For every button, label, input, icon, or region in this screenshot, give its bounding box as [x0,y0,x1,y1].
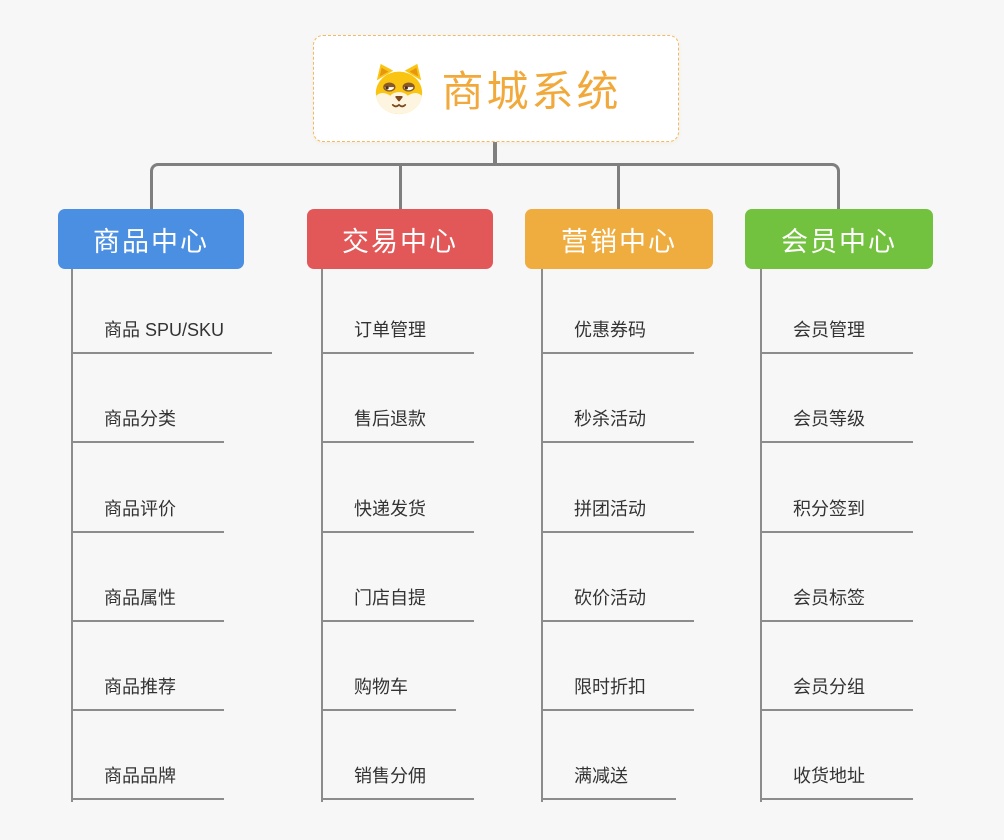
leaf-item[interactable]: 销售分佣 [321,764,474,800]
leaf-item[interactable]: 秒杀活动 [541,407,694,443]
leaf-item[interactable]: 会员管理 [760,318,913,354]
leaf-item[interactable]: 会员分组 [760,675,913,711]
leaf-item[interactable]: 优惠券码 [541,318,694,354]
branch-line-member [760,267,762,802]
leaf-item[interactable]: 快递发货 [321,497,474,533]
leaf-item[interactable]: 拼团活动 [541,497,694,533]
leaf-item[interactable]: 限时折扣 [541,675,694,711]
branch-line-product [71,267,73,802]
leaf-item[interactable]: 砍价活动 [541,586,694,622]
connector-horizontal-rail [150,163,840,209]
leaf-item[interactable]: 门店自提 [321,586,474,622]
connector-drop-marketing [617,166,620,209]
leaf-item[interactable]: 收货地址 [760,764,913,800]
branch-header-member-center[interactable]: 会员中心 [745,209,933,269]
leaf-item[interactable]: 满减送 [541,764,676,800]
branch-line-marketing [541,267,543,802]
root-node[interactable]: 商城系统 [313,35,679,142]
connector-drop-trade [399,166,402,209]
leaf-item[interactable]: 商品推荐 [71,675,224,711]
leaf-item[interactable]: 售后退款 [321,407,474,443]
branch-header-product-center[interactable]: 商品中心 [58,209,244,269]
dog-face-icon [370,62,428,116]
branch-line-trade [321,267,323,802]
branch-header-trade-center[interactable]: 交易中心 [307,209,493,269]
leaf-item[interactable]: 购物车 [321,675,456,711]
root-title: 商城系统 [441,68,622,115]
leaf-item[interactable]: 商品 SPU/SKU [71,318,273,354]
leaf-item[interactable]: 订单管理 [321,318,474,354]
connector-root-stem [493,139,497,166]
leaf-item[interactable]: 会员标签 [760,586,913,622]
branch-header-marketing-center[interactable]: 营销中心 [525,209,713,269]
leaf-item[interactable]: 商品品牌 [71,764,224,800]
leaf-item[interactable]: 商品分类 [71,407,224,443]
leaf-item[interactable]: 商品评价 [71,497,224,533]
leaf-item[interactable]: 会员等级 [760,407,913,443]
leaf-item[interactable]: 积分签到 [760,497,913,533]
leaf-item[interactable]: 商品属性 [71,586,224,622]
